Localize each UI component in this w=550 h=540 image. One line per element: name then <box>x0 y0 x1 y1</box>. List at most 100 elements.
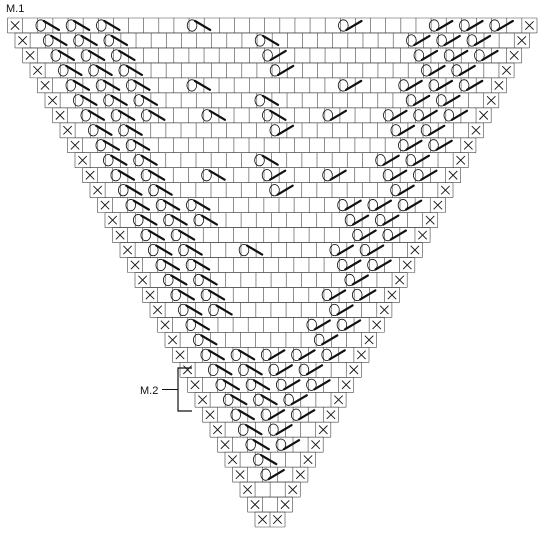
oval-stitch-icon <box>141 109 152 122</box>
x-mark-icon <box>213 425 223 435</box>
diagonal-bar-icon <box>200 214 219 226</box>
oval-stitch-icon <box>118 184 129 197</box>
diagonal-bar-icon <box>389 169 408 181</box>
diagonal-bar-icon <box>177 229 196 241</box>
diagonal-bar-icon <box>125 124 143 136</box>
oval-stitch-icon <box>397 199 409 212</box>
oval-stitch-icon <box>80 49 92 62</box>
diagonal-bar-icon <box>230 394 248 406</box>
diagonal-bar-icon <box>329 109 348 121</box>
diagonal-bar-icon <box>72 79 91 91</box>
x-mark-icon <box>303 455 313 465</box>
x-mark-icon <box>402 260 412 270</box>
diagonal-bar-icon <box>110 154 128 166</box>
x-mark-icon <box>130 260 140 270</box>
diagonal-bar-icon <box>215 364 233 376</box>
x-mark-icon <box>395 275 405 285</box>
oval-stitch-icon <box>375 214 386 227</box>
oval-stitch-icon <box>230 348 242 361</box>
x-mark-icon <box>235 470 245 480</box>
diagonal-bar-icon <box>192 259 211 271</box>
oval-stitch-icon <box>170 228 182 242</box>
x-mark-icon <box>295 470 305 480</box>
diagonal-bar-icon <box>313 319 331 331</box>
x-mark-icon <box>160 320 170 330</box>
diagonal-bar-icon <box>222 379 240 391</box>
oval-stitch-icon <box>398 139 409 152</box>
x-mark-icon <box>425 215 435 225</box>
x-mark-icon <box>410 245 420 255</box>
x-mark-icon <box>486 95 496 105</box>
diagonal-bar-icon <box>435 139 453 151</box>
diagonal-bar-icon <box>435 79 454 91</box>
x-mark-icon <box>364 335 374 345</box>
diagonal-bar-icon <box>237 409 255 421</box>
oval-stitch-icon <box>443 109 455 122</box>
diagonal-bar-icon <box>343 319 362 331</box>
oval-stitch-icon <box>269 184 280 197</box>
oval-stitch-icon <box>50 49 62 62</box>
diagonal-bar-icon <box>267 409 286 421</box>
oval-stitch-icon <box>140 228 152 242</box>
oval-stitch-icon <box>337 79 349 92</box>
oval-stitch-icon <box>208 363 219 376</box>
x-mark-icon <box>153 305 163 315</box>
x-mark-icon <box>100 200 110 210</box>
x-mark-icon <box>318 425 328 435</box>
oval-stitch-icon <box>110 169 122 182</box>
x-mark-icon <box>288 485 298 495</box>
oval-stitch-icon <box>163 273 174 287</box>
diagonal-bar-icon <box>155 184 173 196</box>
x-mark-icon <box>387 290 397 300</box>
diagonal-bar-icon <box>252 379 271 391</box>
oval-stitch-icon <box>186 79 198 92</box>
oval-stitch-icon <box>260 468 271 481</box>
x-mark-icon <box>175 350 185 360</box>
x-mark-icon <box>349 365 359 375</box>
oval-stitch-icon <box>140 169 152 182</box>
oval-stitch-icon <box>126 79 137 92</box>
diagonal-bar-icon <box>344 199 362 211</box>
diagonal-bar-icon <box>80 94 98 106</box>
oval-stitch-icon <box>110 109 122 122</box>
diagonal-bar-icon <box>397 184 415 196</box>
diagonal-bar-icon <box>80 34 98 47</box>
oval-stitch-icon <box>35 19 47 32</box>
oval-stitch-icon <box>133 154 144 167</box>
oval-stitch-icon <box>185 258 197 272</box>
diagonal-bar-icon <box>117 169 136 181</box>
diagonal-bar-icon <box>345 79 363 91</box>
oval-stitch-icon <box>329 303 340 317</box>
diagonal-bar-icon <box>207 289 226 301</box>
diagonal-bar-icon <box>420 109 438 121</box>
oval-stitch-icon <box>178 303 189 317</box>
x-mark-icon <box>168 335 178 345</box>
diagonal-bar-icon <box>117 109 136 121</box>
diagonal-bar-icon <box>42 19 61 32</box>
oval-stitch-icon <box>261 169 273 182</box>
oval-stitch-icon <box>262 49 273 62</box>
oval-stitch-icon <box>428 19 440 32</box>
diagonal-bar-icon <box>412 154 431 166</box>
oval-stitch-icon <box>291 348 302 361</box>
oval-stitch-icon <box>337 199 348 212</box>
diagonal-bar-icon <box>298 409 316 421</box>
oval-stitch-icon <box>58 64 69 77</box>
diagonal-bar-icon <box>496 19 514 32</box>
oval-stitch-icon <box>238 363 249 376</box>
x-mark-icon <box>18 35 28 45</box>
x-mark-icon <box>205 410 215 420</box>
diagonal-bar-icon <box>275 424 293 436</box>
oval-stitch-icon <box>269 124 281 137</box>
x-mark-icon <box>334 395 344 405</box>
diagonal-bar-icon <box>268 169 287 181</box>
diagonal-bar-icon <box>147 169 166 181</box>
diagonal-bar-icon <box>132 199 151 211</box>
x-mark-icon <box>517 35 527 45</box>
oval-stitch-icon <box>201 169 212 182</box>
oval-stitch-icon <box>413 49 425 62</box>
x-mark-icon <box>250 500 260 510</box>
diagonal-bar-icon <box>215 304 233 316</box>
oval-stitch-icon <box>321 348 332 361</box>
diagonal-bar-icon <box>443 94 461 106</box>
